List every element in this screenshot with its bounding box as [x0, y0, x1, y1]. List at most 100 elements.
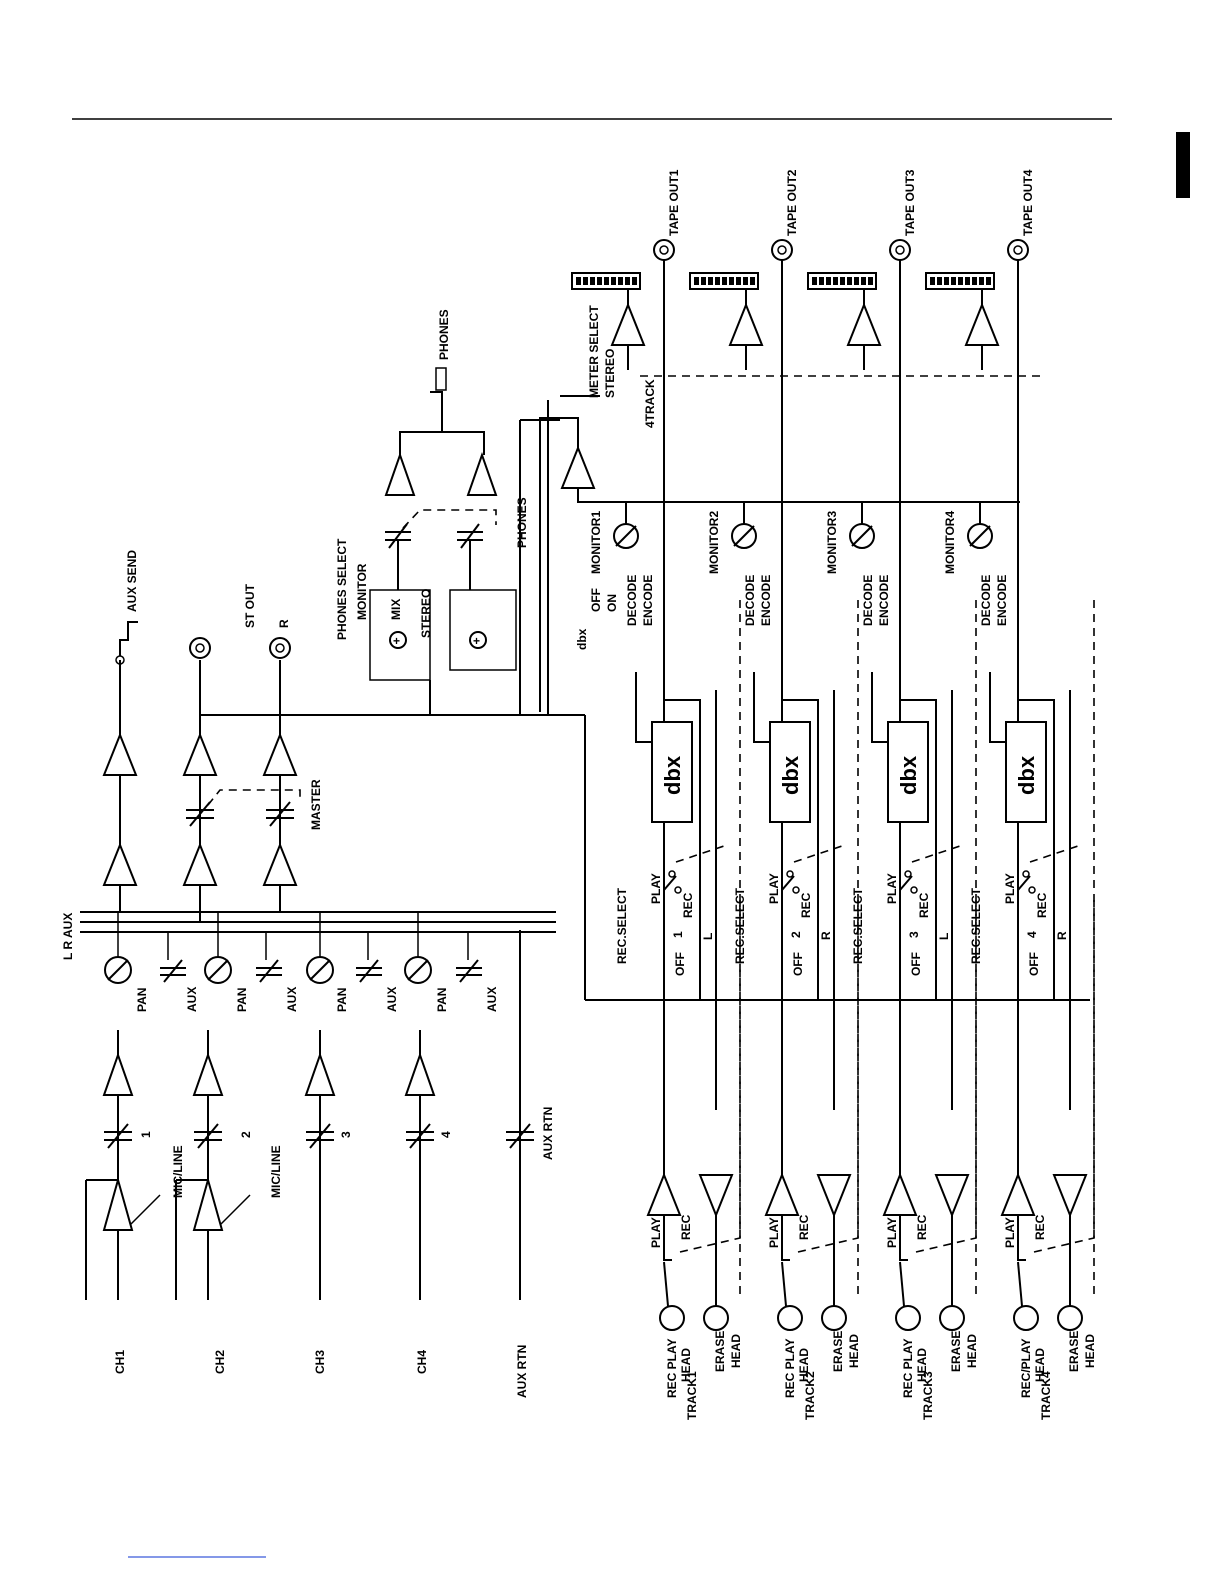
meter-amp-3 [846, 302, 882, 346]
bus-sel-label-4: R [1055, 931, 1069, 940]
label-bus: L R AUX [61, 913, 75, 960]
meter-amp-4 [964, 302, 1000, 346]
dbx-unit-1 [651, 721, 693, 823]
label-dbx-off: OFF [589, 588, 603, 612]
label-phones-knob: PHONES [515, 497, 529, 548]
phones-output-jack [435, 367, 447, 391]
label-aux-3: AUX [385, 987, 399, 1012]
track-num-label-2: 2 [789, 931, 803, 938]
rec-play-label-1: REC PLAY [665, 1338, 679, 1398]
play-label-3: PLAY [885, 873, 899, 904]
rec-play-label-3: REC PLAY [901, 1338, 915, 1398]
phones-section: + + [369, 367, 560, 715]
monitor-mix-amp [560, 445, 596, 489]
decode-label-2: DECODE [743, 575, 757, 626]
channel-amp-3 [304, 1051, 336, 1096]
track-label-2: TRACK2 [803, 1371, 817, 1420]
track-label-1: TRACK1 [685, 1371, 699, 1420]
mic-preamp-1 [102, 1176, 134, 1231]
label-dbx-on: ON [605, 594, 619, 612]
encode-label-2: ENCODE [759, 575, 773, 626]
label-aux-4: AUX [485, 987, 499, 1012]
play-label-4: PLAY [1003, 873, 1017, 904]
erase-head-label-4: HEAD [1083, 1334, 1097, 1368]
aux-send-amp-2 [102, 732, 138, 776]
rec-select-label-4: REC.SELECT [969, 887, 983, 964]
label-aux-1: AUX [185, 987, 199, 1012]
label-phones-select: PHONES SELECT [335, 538, 349, 640]
erase-label-3: ERASE [949, 1331, 963, 1372]
erase-label-1: ERASE [713, 1331, 727, 1372]
st-out-amp-l-1 [182, 842, 218, 886]
phones-amp-r [466, 451, 498, 496]
dbx-unit-2 [769, 721, 811, 823]
rec-label-4: REC [1035, 892, 1049, 918]
meter-amp-2 [728, 302, 764, 346]
master-section [102, 621, 1090, 1001]
label-pan-2: PAN [235, 988, 249, 1012]
head-rec-label-2: REC [797, 1214, 811, 1240]
head-play-label-2: PLAY [767, 1217, 781, 1248]
label-ch2: CH2 [213, 1350, 227, 1374]
off-label-2: OFF [791, 952, 805, 976]
dbx-unit-label-3: dbx [896, 755, 921, 795]
input-section [80, 911, 556, 1300]
tape-out-jack-3 [889, 239, 911, 261]
monitor-label-3: MONITOR3 [825, 511, 839, 574]
rec-amp-3 [934, 1174, 970, 1218]
tape-out-label-3: TAPE OUT3 [903, 169, 917, 236]
dbx-unit-3 [887, 721, 929, 823]
rec-play-head-3 [895, 1305, 921, 1331]
label-mix: MIX [389, 599, 403, 620]
head-play-label-4: PLAY [1003, 1217, 1017, 1248]
track-num-label-1: 1 [671, 931, 685, 938]
label-pan-1: PAN [135, 988, 149, 1012]
mic-preamp-2 [192, 1176, 224, 1231]
label-aux-send: AUX SEND [125, 550, 139, 612]
rec-select-label-3: REC.SELECT [851, 887, 865, 964]
dbx-unit-label-4: dbx [1014, 755, 1039, 795]
play-amp-4 [1000, 1172, 1036, 1216]
bus-sel-label-3: L [937, 933, 951, 940]
label-ch4: CH4 [415, 1350, 429, 1374]
rec-amp-4 [1052, 1174, 1088, 1218]
rec-label-3: REC [917, 892, 931, 918]
dbx-unit-label-1: dbx [660, 755, 685, 795]
label-dbx-switch: dbx [575, 628, 589, 650]
label-ch3: CH3 [313, 1350, 327, 1374]
rec-amp-1 [698, 1174, 734, 1218]
encode-label-1: ENCODE [641, 575, 655, 626]
erase-head-3 [939, 1305, 965, 1331]
decode-label-3: DECODE [861, 575, 875, 626]
erase-head-label-2: HEAD [847, 1334, 861, 1368]
off-label-1: OFF [673, 952, 687, 976]
rec-play-label-2: REC PLAY [783, 1338, 797, 1398]
label-stereo: STEREO [419, 589, 433, 638]
channel-amp-4 [404, 1051, 436, 1096]
monitor-mix [539, 375, 1040, 712]
label-meter-stereo: STEREO [603, 349, 617, 398]
svg-text:+: + [393, 634, 400, 648]
play-amp-2 [764, 1172, 800, 1216]
head-label-2: HEAD [797, 1348, 811, 1382]
bus-sel-label-1: L [701, 933, 715, 940]
st-out-amp-r-1 [262, 842, 298, 886]
head-rec-label-1: REC [679, 1214, 693, 1240]
track-num-label-4: 4 [1025, 931, 1039, 938]
rec-play-head-2 [777, 1305, 803, 1331]
tape-out-label-4: TAPE OUT4 [1021, 169, 1035, 236]
st-out-l-jack [189, 637, 211, 659]
label-trim-2: 2 [239, 1131, 253, 1138]
meter-amp-1 [610, 302, 646, 346]
label-phones-jack: PHONES [437, 309, 451, 360]
label-trim-1: 1 [139, 1131, 153, 1138]
erase-head-label-3: HEAD [965, 1334, 979, 1368]
dbx-unit-label-2: dbx [778, 755, 803, 795]
label-meter-select: METER SELECT [587, 305, 601, 398]
off-label-4: OFF [1027, 952, 1041, 976]
tape-out-jack-2 [771, 239, 793, 261]
tape-out-jack-1 [653, 239, 675, 261]
